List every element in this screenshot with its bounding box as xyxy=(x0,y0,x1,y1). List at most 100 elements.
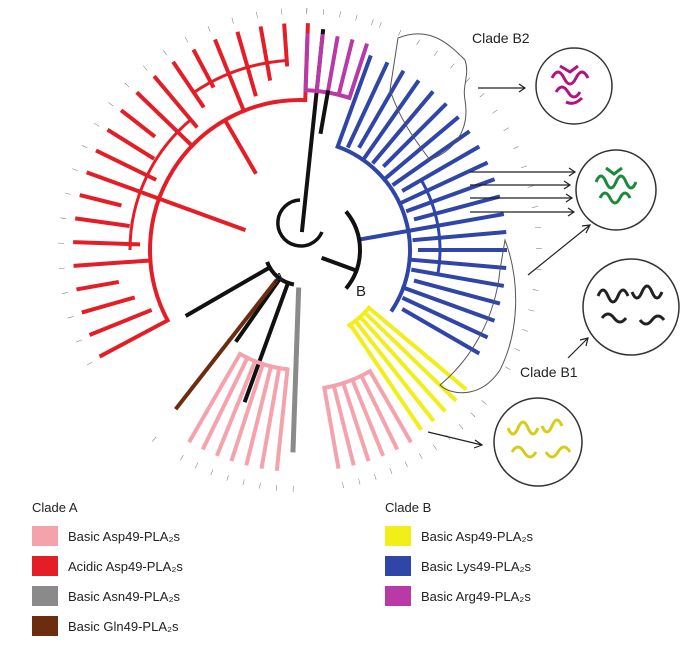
leaf-label: — xyxy=(532,287,539,294)
leaf-label: — xyxy=(369,19,377,27)
tree-branch xyxy=(306,35,308,90)
leaf-label: — xyxy=(416,452,424,460)
tree-branch xyxy=(78,282,116,289)
tree-branch xyxy=(130,120,191,250)
leaf-label: — xyxy=(535,225,542,232)
asp49-structure-icon xyxy=(494,398,582,486)
leaf-label: — xyxy=(256,482,263,489)
leaf-label: — xyxy=(240,479,247,486)
legend-item: Basic Asn49-PLA₂s xyxy=(32,581,183,611)
arrows xyxy=(428,84,590,448)
legend-clade-a-title: Clade A xyxy=(32,500,183,515)
tree-branch xyxy=(123,111,154,135)
leaf-label: — xyxy=(279,8,285,14)
tree-branch xyxy=(84,298,133,312)
leaf-label: — xyxy=(107,99,115,107)
tree-branch xyxy=(177,282,276,408)
tree-branch xyxy=(138,94,192,146)
legend-clade-b: Clade B Basic Asp49-PLA₂s Basic Lys49-PL… xyxy=(385,500,533,611)
leaf-label: — xyxy=(75,337,83,345)
tree-branch xyxy=(359,231,408,240)
leaf-label: — xyxy=(387,467,395,475)
clade-b1-label: Clade B1 xyxy=(520,364,578,380)
tree-branch xyxy=(317,36,323,91)
leaf-label: — xyxy=(527,307,534,314)
leaf-label: — xyxy=(339,482,346,489)
leaf-label: — xyxy=(177,453,185,461)
legend-clade-b-title: Clade B xyxy=(385,500,533,515)
leaf-label: — xyxy=(355,478,362,485)
leaf-label: — xyxy=(432,49,440,57)
leaf-label: — xyxy=(353,14,360,21)
leaf-label: — xyxy=(254,11,261,18)
legend-item: Basic Gln49-PLA₂s xyxy=(32,611,183,641)
leaf-label: — xyxy=(521,327,529,335)
leaf-label: — xyxy=(536,246,542,252)
tree-branch xyxy=(293,290,299,450)
leaf-label: — xyxy=(183,35,191,43)
legend-swatch-basic-asn49 xyxy=(32,586,58,606)
leaf-label: — xyxy=(430,443,438,451)
node-b-label: B xyxy=(356,283,366,300)
legend-item: Basic Arg49-PLA₂s xyxy=(385,581,533,611)
tree-branch xyxy=(238,34,255,95)
leaf-label: — xyxy=(502,126,510,134)
legend-label: Basic Arg49-PLA₂s xyxy=(421,589,531,604)
leaf-label: — xyxy=(273,484,280,491)
leaf-label: — xyxy=(449,62,457,70)
legend-label: Basic Lys49-PLA₂s xyxy=(421,559,531,574)
leaf-label: — xyxy=(85,359,93,367)
leaf-label: — xyxy=(149,435,157,443)
leaf-label: — xyxy=(123,80,131,88)
tree-branch xyxy=(339,41,352,94)
legend-swatch-basic-gln49 xyxy=(32,616,58,636)
tree-branch xyxy=(261,28,270,78)
legend-item: Basic Asp49-PLA₂s xyxy=(32,521,183,551)
leaf-label: — xyxy=(93,120,101,128)
leaf-label: — xyxy=(415,38,423,46)
legend-label: Basic Gln49-PLA₂s xyxy=(68,619,179,634)
tree-branch xyxy=(76,260,151,265)
leaf-label: — xyxy=(67,313,74,320)
tree-branch xyxy=(355,321,432,420)
central-node-arc xyxy=(278,200,322,246)
tree-branch xyxy=(328,38,338,92)
tree-branch xyxy=(109,131,152,158)
leaf-label: — xyxy=(229,17,236,24)
tree-branch xyxy=(159,199,244,230)
leaf-label: — xyxy=(532,204,539,211)
tree-branch xyxy=(174,63,203,105)
tree-branch xyxy=(284,26,287,65)
leaf-label: — xyxy=(192,461,200,469)
tree-branch xyxy=(77,219,128,226)
leaf-label: — xyxy=(377,21,385,29)
leaf-label: — xyxy=(480,399,488,407)
leaf-label: — xyxy=(64,190,71,197)
leaf-label: — xyxy=(468,411,476,419)
leaf-label: — xyxy=(503,365,511,373)
leaf-label: — xyxy=(161,48,169,56)
leaf-label: — xyxy=(81,142,89,150)
legend-label: Basic Asp49-PLA₂s xyxy=(421,529,533,544)
tree-branches xyxy=(75,25,505,469)
tree-branch xyxy=(346,211,360,288)
leaf-label: — xyxy=(337,11,344,18)
tree-branch xyxy=(410,260,505,268)
clade-b2-label: Clade B2 xyxy=(472,30,530,46)
tree-branch xyxy=(277,369,287,468)
leaf-label: — xyxy=(290,486,296,492)
legend-item: Acidic Asp49-PLA₂s xyxy=(32,551,183,581)
legend-label: Basic Asn49-PLA₂s xyxy=(68,589,180,604)
leaf-label: — xyxy=(520,163,528,171)
tree-branch xyxy=(82,196,120,205)
legend-clade-a: Clade A Basic Asp49-PLA₂s Acidic Asp49-P… xyxy=(32,500,183,641)
lys49-structure-icon xyxy=(576,150,656,230)
leaf-label: — xyxy=(141,63,149,71)
clade-b1-structure-icon xyxy=(583,259,679,355)
legend-swatch-basic-asp49-a xyxy=(32,526,58,546)
leaf-label: — xyxy=(71,165,79,173)
leaf-label: — xyxy=(491,108,499,116)
leaf-label: — xyxy=(456,423,464,431)
leaf-label: — xyxy=(58,240,64,246)
tree-branch xyxy=(194,51,212,85)
